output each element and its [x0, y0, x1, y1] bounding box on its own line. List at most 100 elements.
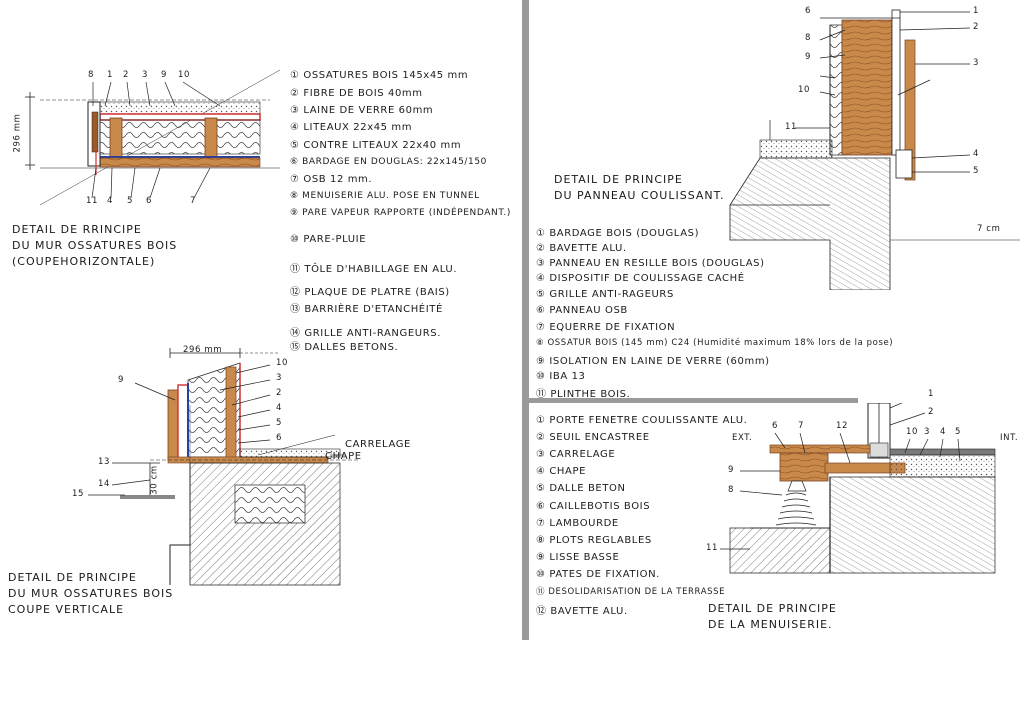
title-line: DU MUR OSSATURES BOIS: [8, 587, 174, 600]
dimension-label: 296 mm: [183, 345, 223, 355]
legend-item: ⑪ TÔLE D'HABILLAGE EN ALU.: [290, 264, 458, 275]
legend-item: ① PORTE FENETRE COULISSANTE ALU.: [536, 415, 748, 426]
marker: 9: [161, 70, 168, 80]
marker: 5: [973, 166, 980, 176]
marker: 7: [190, 196, 197, 206]
title-line: DETAIL DE PRINCIPE: [8, 571, 137, 584]
marker: 14: [98, 479, 111, 489]
marker: 4: [107, 196, 114, 206]
legend-item: ② BAVETTE ALU.: [536, 243, 627, 254]
legend-item: ⑩ PATES DE FIXATION.: [536, 569, 660, 580]
wall-horizontal-drawing: [25, 69, 281, 206]
legend-item: ⑥ PANNEAU OSB: [536, 305, 628, 316]
wall-horizontal-legend: ① OSSATURES BOIS 145x45 mm ② FIBRE DE BO…: [290, 70, 520, 353]
legend-item: ⑤ GRILLE ANTI-RAGEURS: [536, 289, 674, 300]
legend-item: ⑬ BARRIÈRE D'ETANCHÉITÉ: [290, 304, 443, 315]
panel-sliding: 6 8 9 10 11 1 2 3 4 5 7 cm DETAIL DE PRI…: [530, 0, 1024, 400]
legend-item: ⑪ DESOLIDARISATION DE LA TERRASSE: [536, 587, 726, 597]
marker: 6: [276, 433, 283, 443]
legend-item: ⑫ PLAQUE DE PLATRE (BAIS): [290, 287, 450, 298]
marker: 11: [785, 122, 798, 132]
marker: 11: [86, 196, 99, 206]
dimension-small: 30 cm: [149, 465, 160, 495]
marker: 6: [146, 196, 153, 206]
marker: 5: [955, 427, 962, 437]
legend-item: ① BARDAGE BOIS (DOUGLAS): [536, 228, 700, 239]
menuiserie-title: DETAIL DE PRINCIPE DE LA MENUISERIE.: [708, 601, 837, 633]
chape-label: CHAPE: [325, 451, 362, 462]
wall-vertical-drawing: [88, 348, 360, 586]
ext-label: EXT.: [732, 433, 753, 443]
marker: 4: [276, 403, 283, 413]
sliding-title: DETAIL DE PRINCIPE DU PANNEAU COULISSANT…: [554, 172, 725, 204]
title-line: COUPE VERTICALE: [8, 603, 125, 616]
title-line: DETAIL DE PRINCIPE: [554, 173, 683, 186]
marker: 9: [805, 52, 812, 62]
vertical-divider: [522, 0, 529, 640]
marker: 6: [805, 6, 812, 16]
marker: 1: [973, 6, 980, 16]
legend-item: ⑧ PLOTS REGLABLES: [536, 535, 652, 546]
marker: 15: [72, 489, 85, 499]
marker: 2: [928, 407, 935, 417]
legend-item: ④ CHAPE: [536, 466, 587, 477]
panel-wall-horizontal: 8 1 2 3 9 10 11 4 5 6 7 296 mm DETAIL DE…: [0, 0, 520, 353]
sliding-legend: ① BARDAGE BOIS (DOUGLAS) ② BAVETTE ALU. …: [536, 228, 893, 400]
marker: 6: [772, 421, 779, 431]
legend-item: ⑧ OSSATUR BOIS (145 mm) C24 (Humidité ma…: [536, 338, 894, 348]
marker: 4: [940, 427, 947, 437]
legend-item: ⑥ CAILLEBOTIS BOIS: [536, 501, 651, 512]
marker: 2: [123, 70, 130, 80]
int-label: INT.: [1000, 433, 1019, 443]
title-line: DU PANNEAU COULISSANT.: [554, 189, 725, 202]
legend-item: ⑥ BARDAGE EN DOUGLAS: 22x145/150: [290, 157, 488, 167]
legend-item: ④ LITEAUX 22x45 mm: [290, 122, 413, 133]
marker: 10: [906, 427, 919, 437]
marker: 9: [118, 375, 125, 385]
dimension-label: 7 cm: [977, 224, 1001, 234]
legend-item: ⑧ MENUISERIE ALU. POSE EN TUNNEL: [290, 191, 480, 201]
marker: 1: [928, 389, 935, 399]
panel-menuiserie: 6 7 12 10 3 4 5 1 2 9 8 11 EXT. INT. ① P…: [530, 389, 1024, 724]
marker: 3: [924, 427, 931, 437]
legend-item: ⑨ LISSE BASSE: [536, 552, 620, 563]
legend-item: ③ LAINE DE VERRE 60mm: [290, 105, 434, 116]
marker: 7: [798, 421, 805, 431]
legend-item: ⑤ DALLE BETON: [536, 483, 626, 494]
marker: 1: [107, 70, 114, 80]
marker: 2: [276, 388, 283, 398]
marker: 9: [728, 465, 735, 475]
dimension-label: 296 mm: [12, 113, 23, 153]
legend-item: ② SEUIL ENCASTREE: [536, 432, 650, 443]
marker: 2: [973, 22, 980, 32]
title-line: DETAIL DE PRINCIPE: [708, 602, 837, 615]
legend-item: ⑫ BAVETTE ALU.: [536, 606, 628, 617]
panel-wall-vertical: 296 mm 30 cm CARRELAGE CHAPE 9 13 14 15 …: [0, 345, 520, 724]
legend-item: ⑨ PARE VAPEUR RAPPORTE (INDÉPENDANT.): [290, 208, 511, 218]
marker: 13: [98, 457, 111, 467]
sliding-drawing: [729, 9, 1020, 290]
legend-item: ⑨ ISOLATION EN LAINE DE VERRE (60mm): [536, 356, 770, 367]
legend-item: ⑭ GRILLE ANTI-RANGEURS.: [290, 328, 441, 339]
legend-item: ⑦ LAMBOURDE: [536, 518, 619, 529]
title-line: DU MUR OSSATURES BOIS: [12, 239, 178, 252]
marker: 8: [88, 70, 95, 80]
legend-item: ⑪ PLINTHE BOIS.: [536, 389, 631, 400]
legend-item: ⑩ PARE-PLUIE: [290, 234, 367, 245]
title-line: DE LA MENUISERIE.: [708, 618, 833, 631]
marker: 10: [798, 85, 811, 95]
marker: 10: [276, 358, 289, 368]
legend-item: ② FIBRE DE BOIS 40mm: [290, 88, 423, 99]
marker: 8: [728, 485, 735, 495]
title-line: (COUPEHORIZONTALE): [12, 255, 156, 268]
legend-item: ④ DISPOSITIF DE COULISSAGE CACHÉ: [536, 273, 745, 284]
wall-vertical-title: DETAIL DE PRINCIPE DU MUR OSSATURES BOIS…: [8, 570, 173, 618]
marker: 12: [836, 421, 849, 431]
menuiserie-drawing: [720, 403, 996, 574]
legend-item: ⑤ CONTRE LITEAUX 22x40 mm: [290, 140, 462, 151]
wall-horizontal-title: DETAIL DE RRINCIPE DU MUR OSSATURES BOIS…: [12, 222, 177, 270]
marker: 3: [142, 70, 149, 80]
marker: 5: [127, 196, 134, 206]
legend-item: ⑩ IBA 13: [536, 371, 586, 382]
marker: 3: [973, 58, 980, 68]
